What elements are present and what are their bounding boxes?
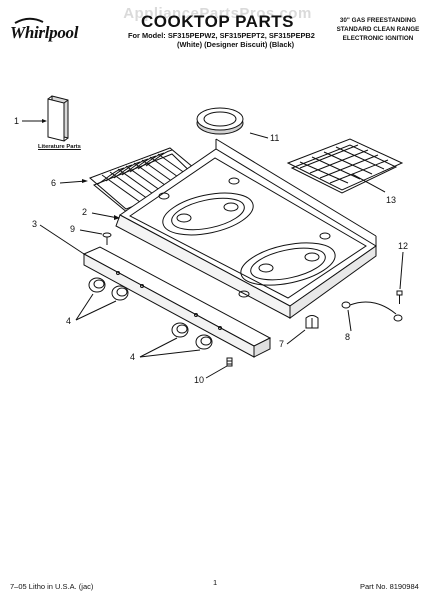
leader-line-10	[205, 365, 228, 379]
callout-8: 8	[345, 332, 351, 342]
screw-part-9	[102, 232, 112, 245]
callout-3: 3	[32, 219, 38, 229]
range-info-line: ELECTRONIC IGNITION	[342, 35, 414, 42]
callout-4a: 4	[66, 316, 72, 326]
callout-4b: 4	[130, 352, 136, 362]
leader-line-8	[347, 309, 352, 332]
footer-page-number: 1	[213, 578, 218, 587]
screw-part-12	[396, 290, 403, 304]
leader-line-2	[91, 212, 119, 219]
literature-parts-label: Literature Parts	[38, 144, 81, 150]
literature-booklet-part	[47, 95, 69, 142]
callout-10: 10	[194, 375, 205, 385]
leader-line-9	[79, 229, 103, 235]
logo-swoosh-icon	[14, 17, 44, 24]
range-description: 30" GAS FREESTANDING STANDARD CLEAN RANG…	[322, 16, 434, 43]
callout-6: 6	[51, 178, 57, 188]
screw-part-10	[226, 357, 233, 367]
leader-line-4b	[139, 337, 178, 358]
leader-line-4b-2	[139, 349, 201, 358]
callout-13: 13	[386, 195, 397, 205]
callout-12: 12	[398, 241, 409, 251]
footer-litho: 7–05 Litho in U.S.A. (jac)	[10, 582, 94, 591]
whirlpool-logo: Whirlpool	[10, 17, 86, 47]
leader-line-4a	[75, 293, 94, 321]
control-panel-part	[82, 246, 272, 358]
watermark-text: AppliancePartsPros.com	[123, 5, 312, 22]
leader-line-13	[351, 173, 386, 193]
leader-line-7	[286, 329, 306, 345]
model-numbers: For Model: SF315PEPW2, SF315PEPT2, SF315…	[128, 31, 315, 40]
callout-11: 11	[270, 133, 280, 143]
range-info-line: STANDARD CLEAN RANGE	[336, 26, 420, 33]
bracket-part	[305, 315, 319, 329]
leader-line-3	[39, 224, 85, 255]
cooktop-panel-part	[115, 138, 377, 319]
range-info-line: 30" GAS FREESTANDING	[339, 17, 417, 24]
page-title: COOKTOP PARTS	[141, 12, 294, 31]
callout-2: 2	[82, 207, 88, 217]
leader-line-4a-2	[75, 300, 117, 321]
leader-line-11	[249, 132, 269, 139]
control-knobs-part	[88, 277, 213, 350]
callout-1: 1	[14, 116, 20, 126]
color-variants: (White) (Designer Biscuit) (Black)	[177, 40, 295, 49]
right-grate-part	[286, 138, 404, 194]
leader-line-12	[399, 251, 404, 290]
leader-line-6	[59, 180, 87, 184]
brand-name: Whirlpool	[10, 23, 79, 42]
ignition-electrode-part	[341, 301, 403, 322]
footer-part-number: Part No. 8190984	[360, 582, 419, 591]
callout-9: 9	[70, 224, 76, 234]
callout-7: 7	[279, 339, 285, 349]
burner-cap-part	[196, 107, 244, 135]
